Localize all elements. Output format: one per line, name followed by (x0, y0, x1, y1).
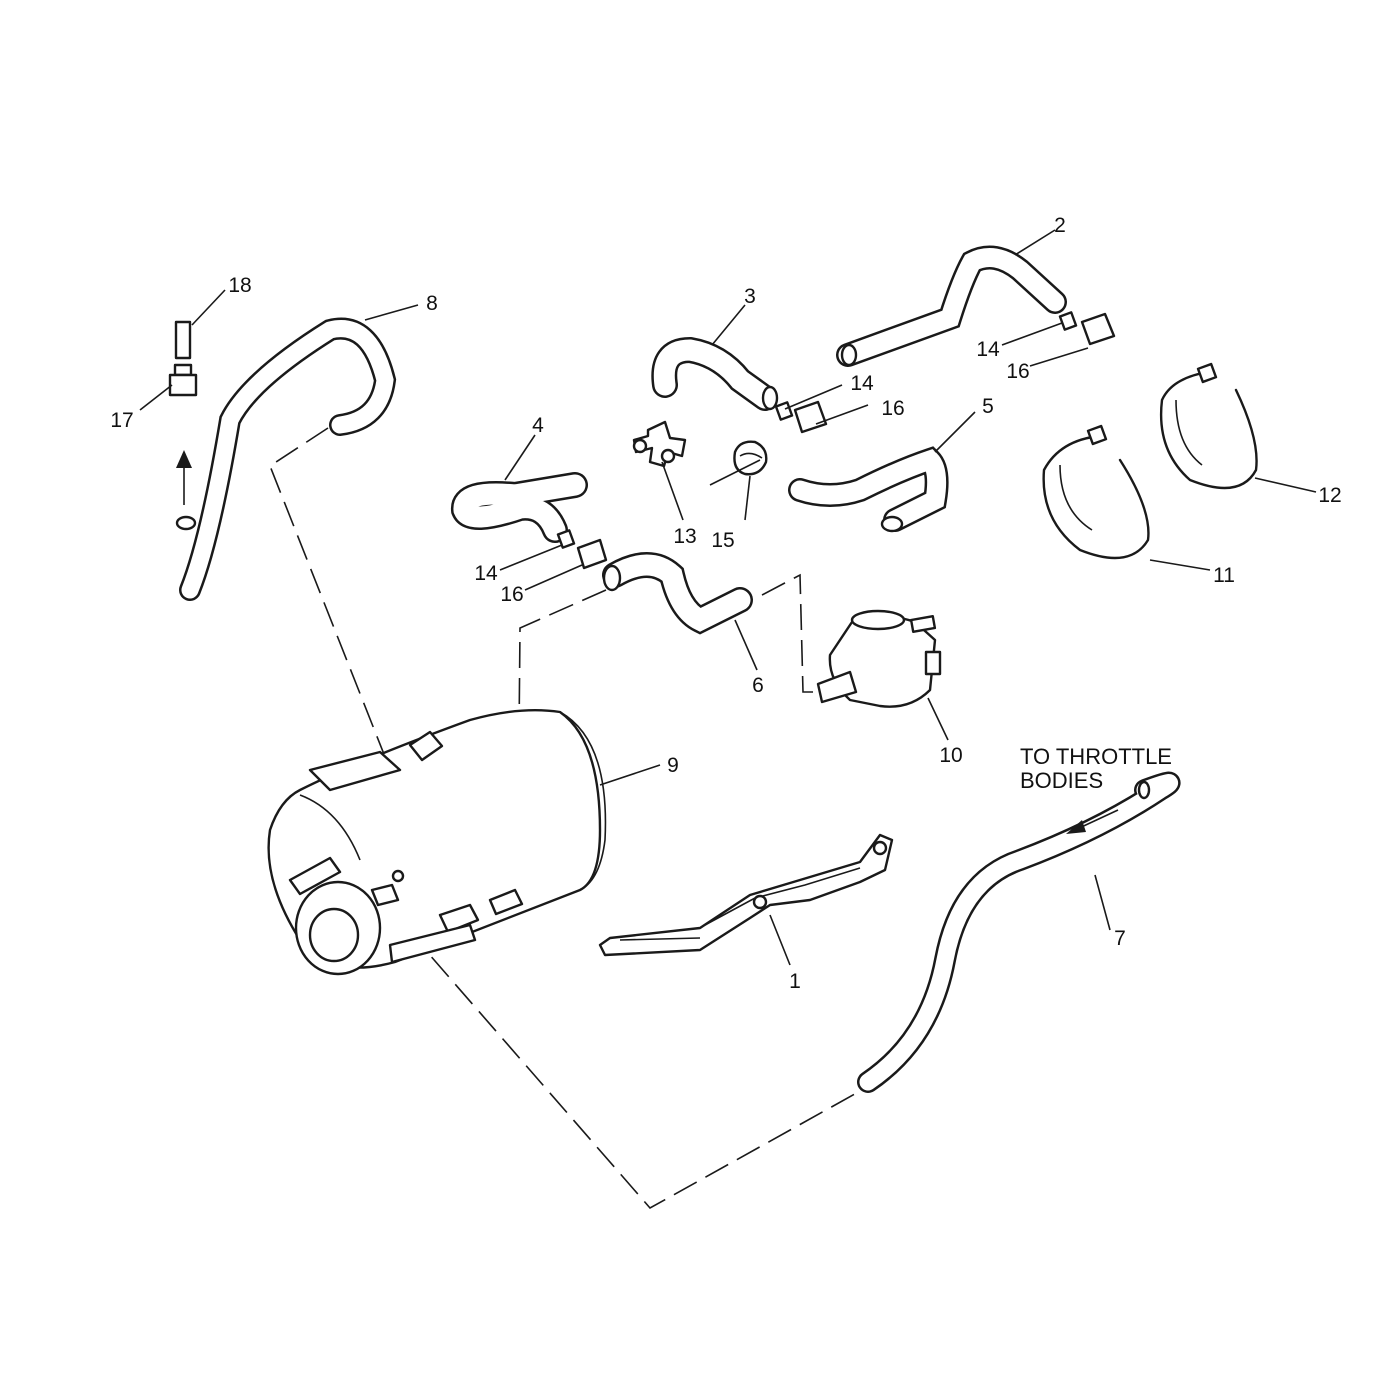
callout-16-left: 16 (500, 583, 523, 606)
hose-part-4 (451, 472, 608, 570)
harness-ring-part-11 (1042, 424, 1150, 560)
harness-ring-part-12 (1160, 362, 1258, 490)
flow-arrow-icon-up (176, 450, 192, 505)
callout-10: 10 (939, 744, 962, 767)
hose-to-throttle-bodies-part-7 (857, 771, 1181, 1093)
hose-part-3 (651, 336, 828, 434)
fitting-part-17 (168, 363, 198, 397)
callout-18: 18 (228, 274, 251, 297)
callout-3: 3 (744, 285, 756, 308)
note-line-2: BODIES (1020, 768, 1103, 793)
callout-8: 8 (426, 292, 438, 315)
callout-16-middle: 16 (881, 397, 904, 420)
callout-6: 6 (752, 674, 764, 697)
callout-11: 11 (1213, 564, 1235, 587)
callout-labels: 1 2 3 4 5 6 7 8 9 10 11 12 13 14 14 14 1… (110, 214, 1341, 993)
hose-part-2 (836, 245, 1116, 367)
throttle-bodies-note: TO THROTTLE BODIES (1020, 744, 1172, 793)
t-connector-part-13 (632, 420, 687, 468)
flow-arrow-icon-throttle (1066, 809, 1119, 834)
mounting-bracket-part-1 (598, 833, 894, 957)
callout-5: 5 (982, 395, 994, 418)
callout-1: 1 (789, 970, 801, 993)
callout-2: 2 (1054, 214, 1066, 237)
leader-lines (139, 229, 1317, 966)
callout-9: 9 (667, 754, 679, 777)
callout-12: 12 (1318, 484, 1341, 507)
hose-part-5 (788, 446, 949, 533)
clip-part-15 (733, 440, 768, 476)
charcoal-canister-part-9 (267, 709, 607, 976)
purge-valve-part-10 (816, 609, 942, 708)
callout-7: 7 (1114, 927, 1126, 950)
callout-15: 15 (711, 529, 734, 552)
callout-16-top: 16 (1006, 360, 1029, 383)
hose-part-8 (175, 317, 397, 601)
callout-14-top: 14 (976, 338, 1000, 361)
note-line-1: TO THROTTLE (1020, 744, 1172, 769)
callout-17: 17 (110, 409, 133, 432)
hose-part-6 (602, 552, 753, 635)
callout-14-left: 14 (474, 562, 498, 585)
callout-4: 4 (532, 414, 544, 437)
callout-14-middle: 14 (850, 372, 874, 395)
filter-part-18 (174, 320, 192, 360)
callout-13: 13 (673, 525, 696, 548)
